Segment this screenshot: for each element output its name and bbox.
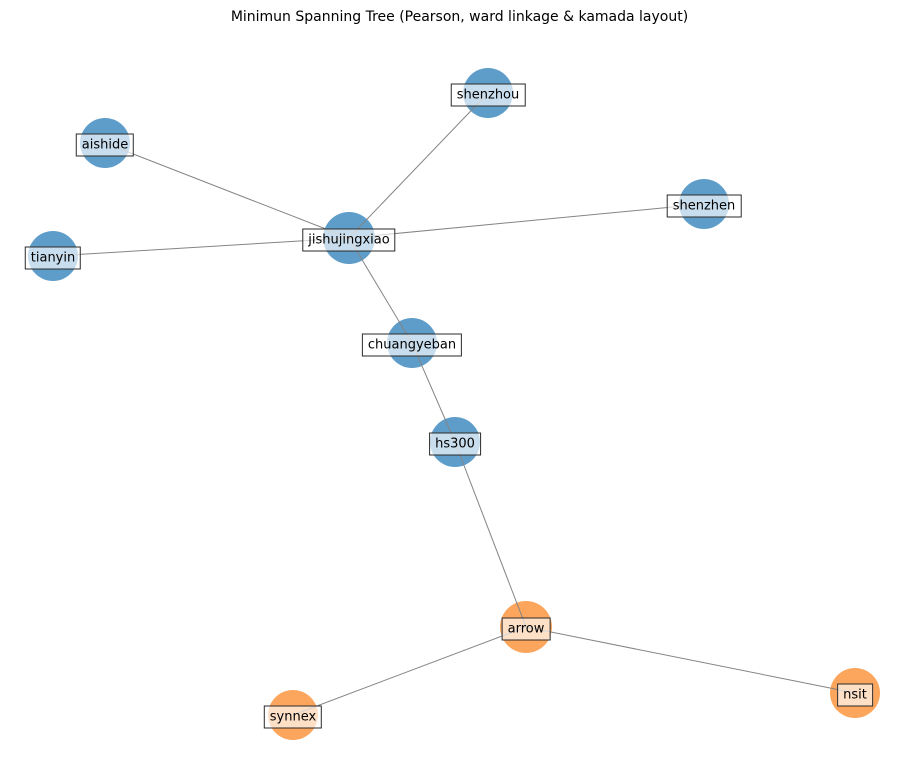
graph-edge-chuangyeban-hs300 [411,342,456,443]
node-label-aishide: aishide [75,133,135,157]
graph-edge-hs300-arrow [454,441,527,628]
node-label-shenzhen: shenzhen [666,194,742,218]
figure-title: Minimun Spanning Tree (Pearson, ward lin… [230,9,689,25]
node-label-arrow: arrow [501,617,551,641]
graph-edge-arrow-nsit [525,626,856,694]
graph-edge-jishujingxiao-tianyin [52,237,350,257]
graph-edge-jishujingxiao-aishide [104,142,350,239]
graph-edge-jishujingxiao-shenzhou [348,92,489,239]
graph-edge-arrow-synnex [292,626,527,716]
graph-edge-jishujingxiao-chuangyeban [348,237,413,344]
node-label-jishujingxiao: jishujingxiao [302,228,396,252]
node-label-nsit: nsit [837,683,873,707]
node-label-hs300: hs300 [429,432,481,456]
node-label-tianyin: tianyin [24,246,82,270]
node-label-synnex: synnex [263,705,323,729]
node-label-shenzhou: shenzhou [450,83,526,107]
node-label-chuangyeban: chuangyeban [361,333,463,357]
graph-edge-jishujingxiao-shenzhen [348,203,705,239]
